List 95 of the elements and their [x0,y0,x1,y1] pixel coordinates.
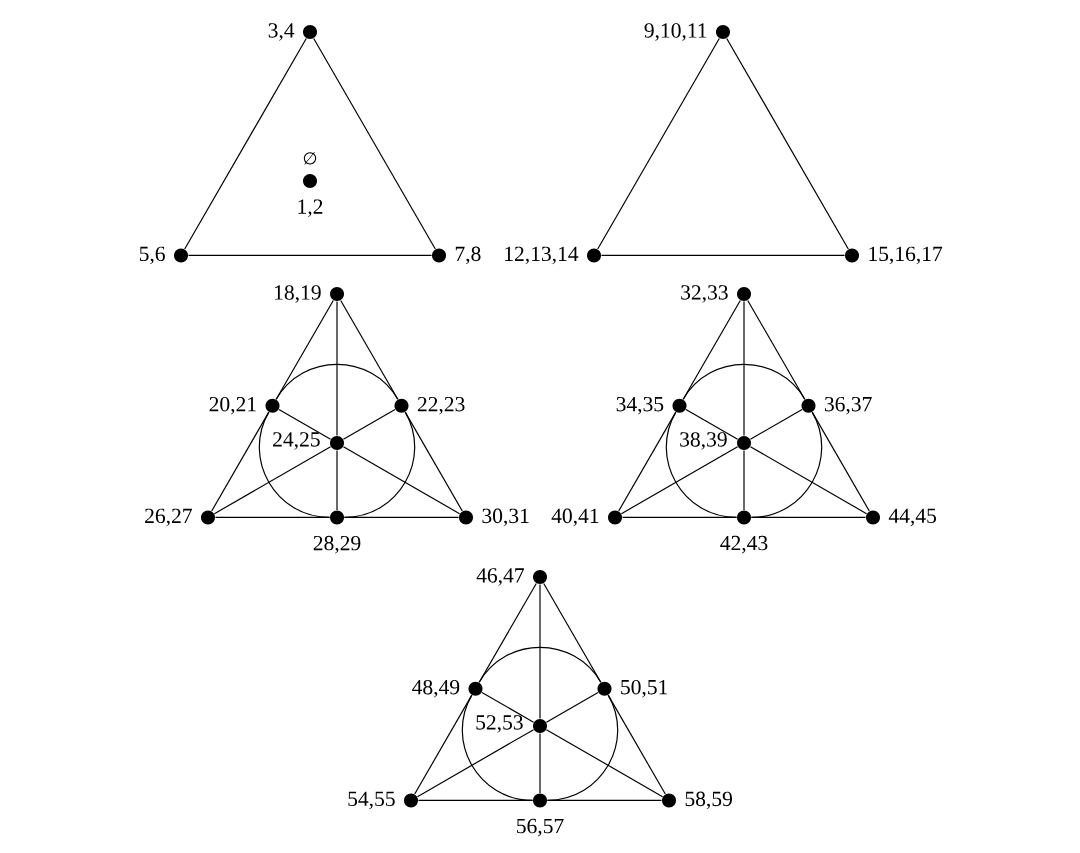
vertex-dot [394,398,409,413]
vertex-dot [608,510,622,525]
circle-arc [343,411,416,518]
vertex-label: 44,45 [888,508,936,527]
circle-arc [275,363,399,400]
vertex-dot [404,793,418,808]
vertex-label: 40,41 [551,508,599,527]
vertex-label: 12,13,14 [505,246,579,265]
vertex-dot [672,398,687,413]
vertex-dot [330,287,344,301]
vertex-label: 34,35 [616,396,664,415]
line-segment [543,582,602,683]
vertex-dot [330,510,344,525]
line-segment [539,732,541,794]
vertex-label: 7,8 [455,246,481,265]
vertex-dot [737,287,751,301]
vertex-label: 22,23 [417,396,465,415]
vertex-dot [330,435,344,450]
line-segment [275,299,334,400]
vertex-dot [801,398,816,413]
line-segment [545,729,664,798]
vertex-dot [533,570,547,584]
vertex-label: 20,21 [209,396,256,415]
line-segment [336,300,338,437]
vertex-label: 32,33 [681,285,728,303]
line-segment [743,300,745,437]
line-segment [278,408,332,440]
vertex-label: 18,19 [275,285,321,303]
vertex-label: 24,25 [273,432,320,450]
line-segment [743,449,745,511]
vertex-label: 50,51 [621,679,668,698]
line-segment [620,446,739,515]
circle-arc [750,411,823,518]
circle-arc [665,411,738,518]
vertex-label: 1,2 [298,199,323,217]
vertex-label: 42,43 [720,535,768,554]
vertex-label: 54,55 [348,791,395,810]
line-segment [481,691,535,723]
line-segment [597,37,720,250]
vertex-label: 46,47 [476,568,524,586]
vertex-label: 15,16,17 [869,246,943,265]
vertex-dot [587,248,601,263]
vertex-label: 26,27 [145,508,192,527]
vertex-dot [533,793,547,808]
vertex-dot [533,718,547,733]
vertex-label: 28,29 [313,535,361,554]
line-segment [726,37,849,250]
line-segment [184,37,307,250]
line-segment [478,582,537,683]
vertex-dot [737,435,751,450]
vertex-label: 30,31 [482,508,529,527]
line-segment [600,254,846,256]
line-segment [539,583,541,720]
line-segment [416,729,535,798]
vertex-label: 48,49 [412,679,460,698]
vertex-label: ∅ [303,152,317,165]
vertex-label: 56,57 [517,818,564,837]
line-segment [749,408,803,440]
vertex-dot [716,25,730,39]
line-segment [685,408,739,440]
line-segment [336,449,338,511]
vertex-label: 5,6 [139,246,165,265]
line-segment [313,37,436,250]
line-segment [340,299,399,400]
circle-arc [546,694,619,801]
vertex-dot [737,510,751,525]
vertex-dot [468,681,483,696]
vertex-label: 38,39 [680,432,727,450]
vertex-dot [866,510,880,525]
circle-arc [258,411,331,518]
circle-arc [478,646,602,683]
vertex-label: 9,10,11 [644,23,707,41]
line-segment [342,408,396,440]
vertex-dot [597,681,612,696]
line-segment [749,446,868,515]
vertex-dot [174,248,188,263]
vertex-label: 36,37 [825,396,872,415]
vertex-dot [201,510,215,525]
circle-arc [682,363,806,400]
vertex-label: 52,53 [476,715,523,733]
line-segment [682,299,741,400]
line-segment [213,446,332,515]
vertex-dot [459,510,473,525]
vertex-label: 3,4 [268,23,295,41]
line-segment [545,691,599,723]
vertex-dot [303,25,317,39]
circle-arc [461,694,534,801]
vertex-dot [265,398,280,413]
vertex-dot [845,248,859,263]
line-segment [187,254,433,256]
vertex-dot [303,173,317,188]
vertex-label: 58,59 [685,791,732,810]
line-segment [342,446,461,515]
vertex-dot [432,248,446,263]
vertex-dot [662,793,676,808]
